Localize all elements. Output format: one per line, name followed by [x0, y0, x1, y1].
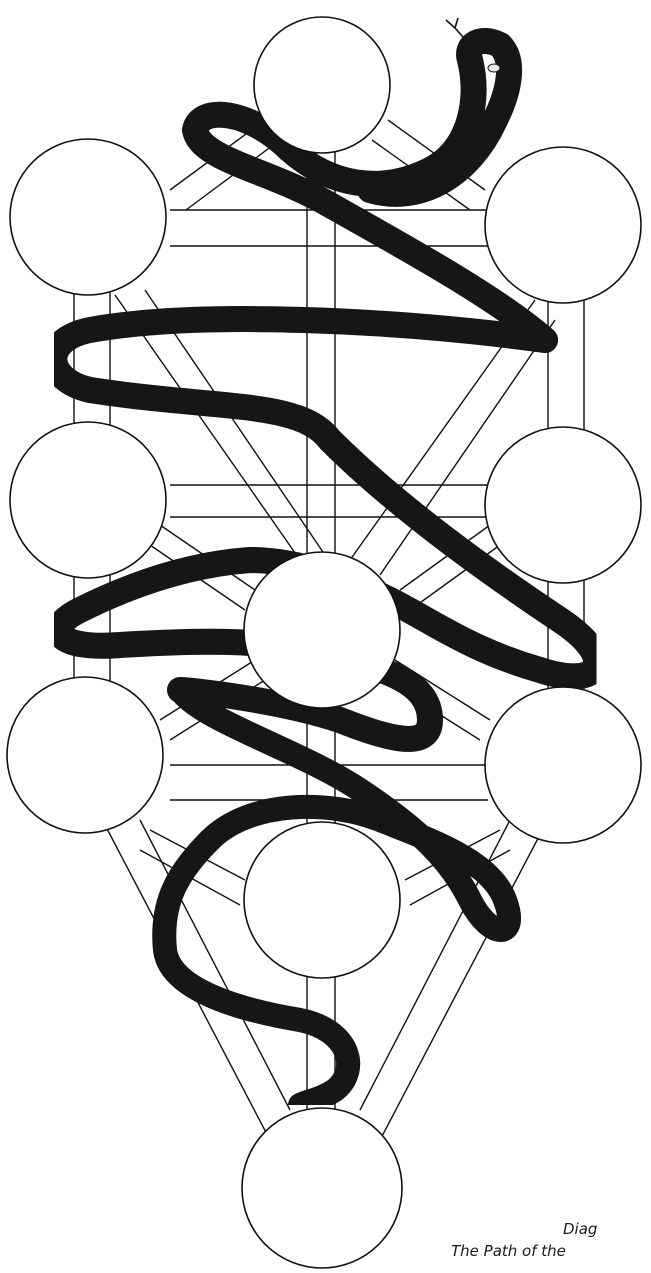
sephirah-binah: [10, 139, 166, 295]
sephirah-tiphareth: [244, 552, 400, 708]
caption-line-1: Diag: [451, 1218, 651, 1240]
serpent-tongue-icon: [446, 18, 470, 45]
sephirah-chokmah: [485, 147, 641, 303]
diagram-caption: Diag The Path of the: [451, 1218, 651, 1262]
sephirah-geburah: [10, 422, 166, 578]
sephirah-kether: [254, 17, 390, 153]
sephirah-malkuth: [242, 1108, 402, 1268]
sephirah-netzach: [485, 687, 641, 843]
sephirah-yesod: [244, 822, 400, 978]
path-horizontal-middle: [170, 485, 488, 517]
sephirah-chesed: [485, 427, 641, 583]
sephirah-hod: [7, 677, 163, 833]
caption-line-2: The Path of the: [451, 1240, 651, 1262]
serpent-eye-icon: [488, 64, 500, 72]
